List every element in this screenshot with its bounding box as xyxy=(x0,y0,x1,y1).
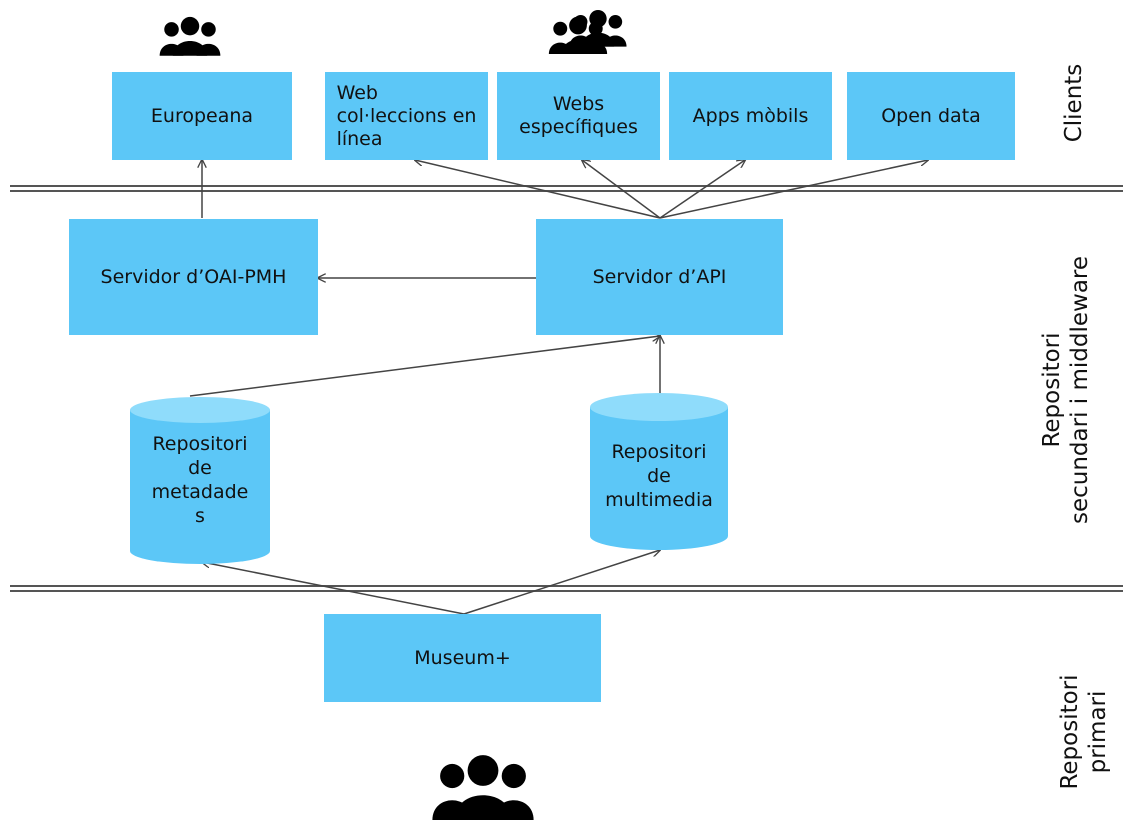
node-label: Servidor d’API xyxy=(592,265,727,288)
arrow-metadades-to-api xyxy=(189,336,660,397)
node-label: Europeana xyxy=(150,104,254,127)
node-servidor-api: Servidor d’API xyxy=(536,219,783,335)
divider-lines xyxy=(10,185,1123,592)
arrow-api-to-webs-especifiques xyxy=(582,160,661,219)
cylinder-metadades xyxy=(130,397,270,564)
node-web-colleccions: Web col·leccions en línea xyxy=(325,72,488,160)
arrow-api-to-web-colleccions xyxy=(415,160,661,219)
node-label: Museum+ xyxy=(414,646,511,669)
node-webs-especifiques: Webs específiques xyxy=(497,72,660,160)
node-label: Open data xyxy=(881,104,981,127)
node-label: Webs específiques xyxy=(519,93,638,138)
node-europeana: Europeana xyxy=(112,72,292,160)
node-museum: Museum+ xyxy=(324,614,601,702)
repositori-multimedia-label: Repositori de multimedia xyxy=(605,441,713,511)
layer-label-primary: Repositori primari xyxy=(1057,674,1111,790)
arrow-api-to-apps-mobils xyxy=(659,160,745,219)
layer-label-clients: Clients xyxy=(1061,63,1087,143)
node-apps-mobils: Apps mòbils xyxy=(669,72,832,160)
node-label: Servidor d’OAI-PMH xyxy=(100,265,287,288)
cylinder-multimedia xyxy=(590,393,728,550)
node-label: Web col·leccions en línea xyxy=(336,81,477,150)
arrow-museum-to-multimedia xyxy=(463,550,660,615)
repositori-metadades-label: Repositori de metadade s xyxy=(151,433,249,527)
node-label: Apps mòbils xyxy=(692,104,809,127)
people-group-icon-bottom xyxy=(432,755,534,820)
people-crowd-icon xyxy=(548,10,627,54)
arrow-api-to-open-data xyxy=(659,160,928,219)
layer-label-secondary: Repositori secundari i middleware xyxy=(1039,255,1093,525)
node-open-data: Open data xyxy=(847,72,1015,160)
node-servidor-oai: Servidor d’OAI-PMH xyxy=(69,219,318,335)
people-group-icon xyxy=(159,16,221,56)
connector-arrows xyxy=(189,160,928,615)
arrow-museum-to-metadades xyxy=(202,562,465,615)
